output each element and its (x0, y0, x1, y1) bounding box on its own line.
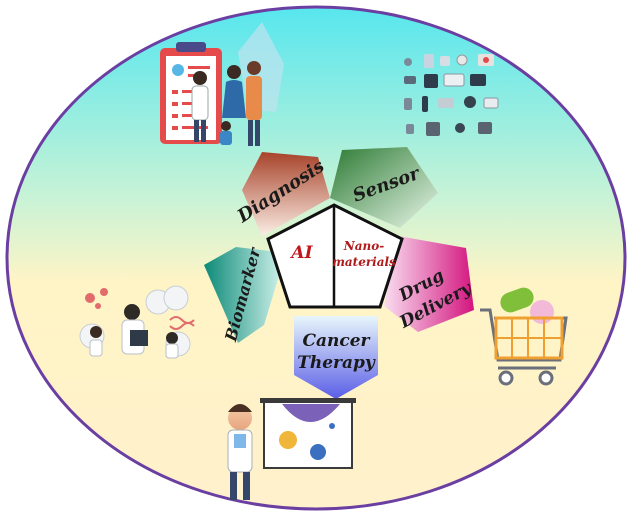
doctor-presenting-board-icon (227, 398, 356, 500)
ai-label: AI (289, 243, 313, 263)
cancer-therapy-label-line1: Cancer (302, 331, 370, 351)
sensor-segment[interactable]: Sensor (330, 147, 438, 228)
nanomaterials-label-line2: materials (332, 255, 396, 269)
shopping-cart-pills-icon (480, 287, 568, 386)
sensor-devices-icon (404, 54, 499, 136)
central-pentagon: AI Nano- materials (266, 203, 404, 309)
drug-delivery-segment[interactable]: Drug Delivery (384, 236, 476, 333)
clipboard-doctor-family-icon (160, 22, 284, 146)
biomarker-segment[interactable]: Biomarker (204, 244, 286, 344)
cancer-therapy-segment[interactable]: Cancer Therapy (294, 316, 378, 399)
nanomaterials-label-line1: Nano- (343, 239, 384, 253)
cancer-therapy-label-line2: Therapy (297, 353, 376, 373)
scientists-lab-icon (79, 285, 195, 359)
